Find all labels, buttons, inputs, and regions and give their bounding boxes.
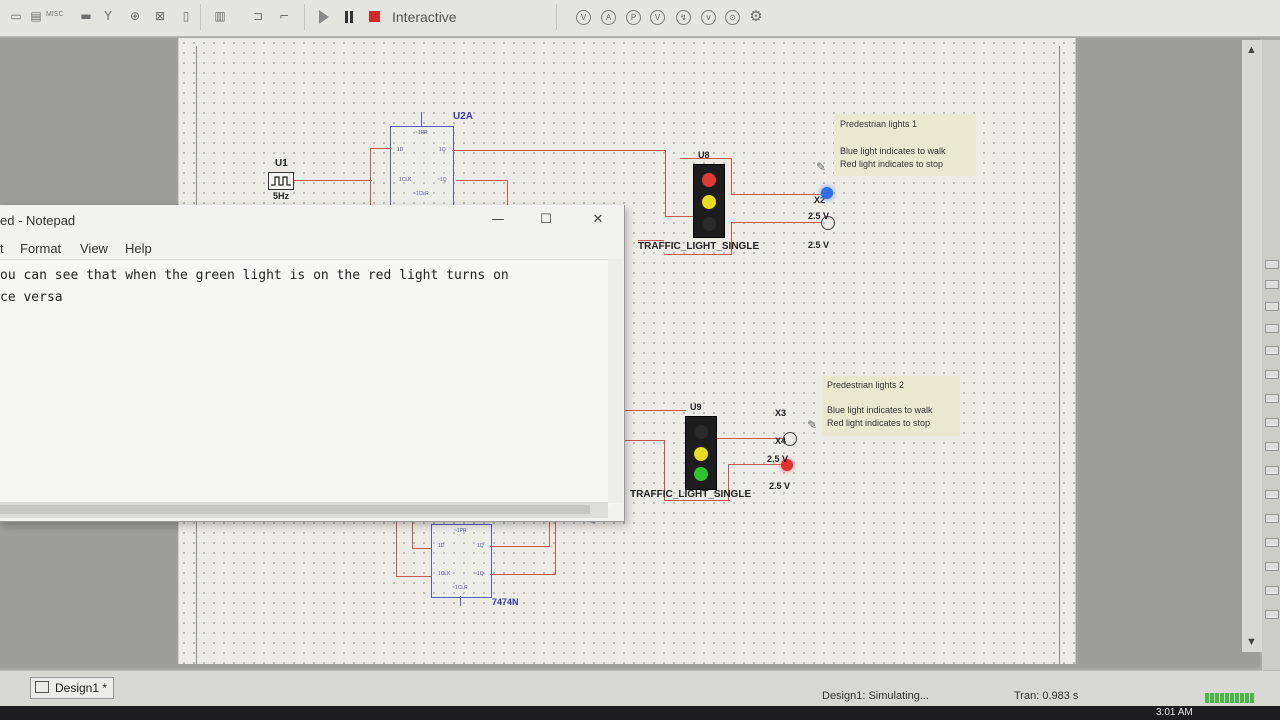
notepad-titlebar[interactable]: ed - Notepad — ☐ ✕: [0, 205, 624, 237]
netlist-icon[interactable]: ⌐: [278, 9, 290, 23]
schematic-icon: [35, 681, 49, 693]
note-pedestrian-2[interactable]: [822, 376, 960, 436]
instrument-toolbar: [1262, 40, 1280, 680]
component-icon[interactable]: ▭: [10, 9, 22, 23]
red-probe-lamp[interactable]: [781, 459, 793, 471]
interactive-label[interactable]: Interactive: [392, 9, 457, 25]
settings-icon[interactable]: ⚙: [749, 7, 763, 25]
scroll-thumb[interactable]: [0, 505, 590, 514]
x3-ref: X3: [775, 408, 787, 418]
x4-voltage-1: 2.5 V: [767, 454, 789, 464]
transient-time: Tran: 0.983 s: [1014, 690, 1079, 702]
activity-indicator: [1205, 690, 1255, 708]
note1-line1: Blue light indicates to walk: [840, 146, 946, 156]
green-lamp: [694, 467, 708, 481]
u1-ref: U1: [275, 158, 288, 169]
x4-ref: X4: [775, 436, 787, 446]
notepad-text-area[interactable]: ou can see that when the green light is …: [0, 259, 610, 506]
vertical-scrollbar[interactable]: ▲ ▼: [1242, 40, 1262, 652]
red-lamp: [702, 173, 716, 187]
voltage-probe-icon[interactable]: V: [576, 10, 591, 25]
flip-flop-u2a[interactable]: ~1PR 1D 1Q 1CLK ~1Q ~1CLR: [390, 126, 454, 206]
yellow-lamp: [694, 447, 708, 461]
digital-probe-icon[interactable]: ∨: [701, 10, 716, 25]
note2-line1: Blue light indicates to walk: [827, 405, 933, 415]
notepad-window[interactable]: ed - Notepad — ☐ ✕ t Format View Help ou…: [0, 205, 625, 522]
menu-format[interactable]: Format: [20, 241, 62, 256]
u1-freq: 5Hz: [273, 191, 290, 201]
note2-line2: Red light indicates to stop: [827, 418, 931, 428]
traffic-light-u8[interactable]: [693, 164, 725, 238]
windows-taskbar: [0, 706, 1280, 720]
power-probe-icon[interactable]: P: [626, 10, 641, 25]
design-tabbar: Design1 *: [0, 670, 1280, 707]
ref-probe-icon[interactable]: ↯: [676, 10, 691, 25]
scroll-down-icon[interactable]: ▼: [1246, 636, 1257, 648]
indicator-icon[interactable]: ▬: [80, 9, 92, 23]
tab-design1[interactable]: Design1 *: [30, 677, 115, 699]
stop-icon[interactable]: [369, 11, 380, 22]
menu-view[interactable]: View: [80, 241, 108, 256]
probe-tool-icon[interactable]: ▯: [182, 9, 190, 23]
u9-ref: U9: [690, 402, 702, 412]
maximize-button[interactable]: ☐: [540, 212, 552, 227]
x4-voltage-2: 2.5 V: [769, 481, 791, 491]
note1-line2: Red light indicates to stop: [840, 159, 944, 169]
note-pin-icon: ✎: [806, 418, 818, 432]
scroll-up-icon[interactable]: ▲: [1246, 44, 1257, 56]
note-pin-icon: ✎: [815, 160, 827, 174]
play-icon[interactable]: [319, 10, 329, 24]
clock-source[interactable]: [268, 172, 294, 190]
x2-voltage-2: 2.5 V: [808, 240, 830, 250]
ic-model-label: 7474N: [492, 597, 519, 607]
note1-title: Predestrian lights 1: [840, 119, 918, 129]
x2-ref: X2: [814, 195, 826, 205]
ground-icon[interactable]: ⊠: [154, 9, 166, 23]
note-pedestrian-1[interactable]: [834, 114, 976, 176]
probe-lamp-off[interactable]: [821, 216, 835, 230]
text-line: ou can see that when the green light is …: [0, 268, 509, 283]
bus-icon[interactable]: ⊐: [252, 9, 264, 23]
diff-probe-icon[interactable]: V: [650, 10, 665, 25]
tab-label: Design1 *: [55, 681, 108, 695]
yellow-lamp: [702, 195, 716, 209]
clock[interactable]: 3:01 AM: [1156, 707, 1193, 718]
x2-voltage-1: 2.5 V: [808, 211, 830, 221]
menu-help[interactable]: Help: [125, 241, 152, 256]
green-lamp-off: [702, 217, 716, 231]
u8-ref: U8: [698, 150, 710, 160]
red-lamp-off: [694, 425, 708, 439]
antenna-icon[interactable]: Y: [104, 9, 112, 23]
probe-lamp-off[interactable]: [783, 432, 797, 446]
notepad-menubar: t Format View Help: [0, 239, 624, 259]
simulation-status: Design1: Simulating...: [822, 690, 929, 702]
flip-flop-7474[interactable]: ~1PR 1D 1Q 1CLK ~1Q ~1CLR: [431, 524, 492, 598]
menu-edit[interactable]: t: [0, 241, 4, 256]
misc-label[interactable]: MISC: [46, 11, 64, 18]
u9-label: TRAFFIC_LIGHT_SINGLE: [630, 489, 752, 500]
probe-icon[interactable]: ⊙: [725, 10, 740, 25]
note2-title: Predestrian lights 2: [827, 380, 905, 390]
toolbar: ▭ ▤ MISC ▬ Y ⊕ ⊠ ▯ ▥ ⊐ ⌐ Interactive V A…: [0, 0, 1280, 37]
traffic-light-u9[interactable]: [685, 416, 717, 490]
current-probe-icon[interactable]: A: [601, 10, 616, 25]
notepad-vertical-scrollbar[interactable]: [608, 259, 622, 503]
close-button[interactable]: ✕: [592, 212, 604, 227]
u2a-ref: U2A: [453, 111, 474, 122]
text-line: ce versa: [0, 290, 63, 305]
minimize-button[interactable]: —: [491, 212, 505, 227]
wire-icon[interactable]: ⊕: [129, 9, 141, 23]
notepad-horizontal-scrollbar[interactable]: [0, 502, 608, 518]
pause-icon[interactable]: [344, 11, 354, 23]
blue-probe-lamp[interactable]: [821, 187, 833, 199]
breadboard-icon[interactable]: ▥: [214, 9, 226, 23]
u8-label: TRAFFIC_LIGHT_SINGLE: [638, 241, 760, 252]
misc-icon[interactable]: ▤: [30, 9, 42, 23]
notepad-title: ed - Notepad: [0, 213, 76, 228]
